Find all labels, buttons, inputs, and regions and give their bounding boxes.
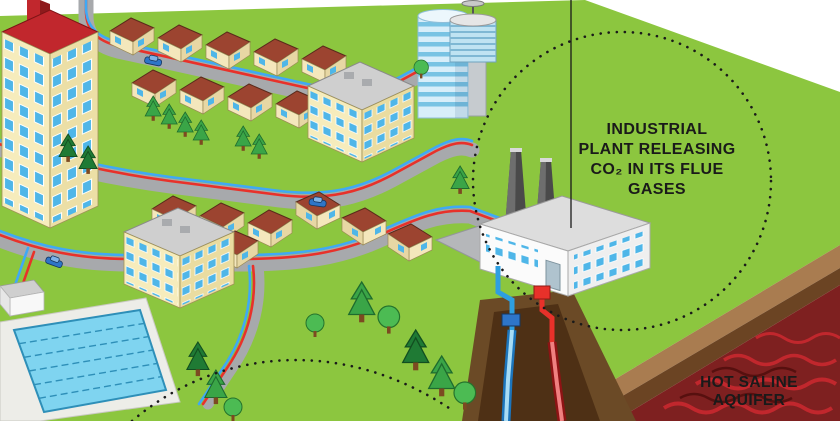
- aquifer-label-line-2: AQUIFER: [713, 392, 786, 409]
- roof-unit-icon: [180, 226, 190, 233]
- roof-unit-icon: [162, 219, 172, 226]
- apartment-windows-right: [52, 38, 96, 224]
- soil-layer-2: [580, 268, 840, 421]
- hot-water-well: [547, 341, 567, 421]
- tank-top: [449, 13, 497, 27]
- red-pump-unit: [533, 285, 551, 300]
- plant-label-line-4: GASES: [628, 181, 686, 198]
- apartment-windows-left: [4, 38, 48, 224]
- pool-lane-lines: [18, 322, 162, 399]
- office-building-2: [122, 207, 236, 309]
- plant-door: [545, 259, 561, 292]
- aquifer-wave-line: [723, 353, 837, 367]
- cold-service-pipe: [12, 246, 30, 290]
- plant-label-line-3: CO₂ IN ITS FLUE: [590, 161, 723, 178]
- office2-windows-right: [182, 236, 232, 306]
- apartment-tower: [0, 0, 100, 229]
- swimming-pool: [0, 279, 181, 421]
- earth-cross-section: [545, 245, 840, 421]
- tank-mast-disc: [461, 0, 485, 7]
- hot-pipe-surface: [539, 292, 555, 344]
- plant-label-line-2: PLANT RELEASING: [578, 141, 735, 158]
- aquifer-wave-line: [711, 366, 797, 378]
- industrial-plant-label: INDUSTRIAL PLANT RELEASING CO₂ IN ITS FL…: [578, 121, 735, 198]
- glass-tower-block: [417, 0, 497, 119]
- office2-windows-left: [126, 236, 178, 306]
- pool-house: [0, 279, 45, 318]
- glass-tower-floors: [418, 22, 468, 107]
- plant-windows-left: [486, 233, 561, 292]
- aquifer-wave-line: [755, 332, 840, 344]
- aquifer-wave-line: [662, 401, 834, 415]
- aquifer-wave-line: [679, 392, 793, 404]
- roof-unit-icon: [344, 72, 354, 79]
- co2-injection-well: [501, 329, 517, 421]
- aquifer-wave-line: [694, 377, 838, 391]
- plant-windows-right: [574, 230, 646, 289]
- soil-layer-1: [545, 245, 840, 421]
- aquifer-label-line-1: HOT SALINE: [700, 374, 798, 391]
- water-tank: [449, 0, 497, 63]
- office1-windows-left: [310, 90, 360, 160]
- aquifer-label: HOT SALINE AQUIFER: [700, 374, 798, 409]
- capture-zone-boundary-circle: [471, 30, 773, 332]
- plant-label-line-1: INDUSTRIAL: [607, 121, 708, 138]
- flue-chimney-left-icon: [505, 148, 527, 226]
- office-building-1: [306, 61, 416, 163]
- industrial-plant: [434, 148, 652, 421]
- office1-windows-right: [364, 90, 412, 160]
- injection-wellhead: [501, 313, 521, 327]
- roof-unit-icon: [362, 79, 372, 86]
